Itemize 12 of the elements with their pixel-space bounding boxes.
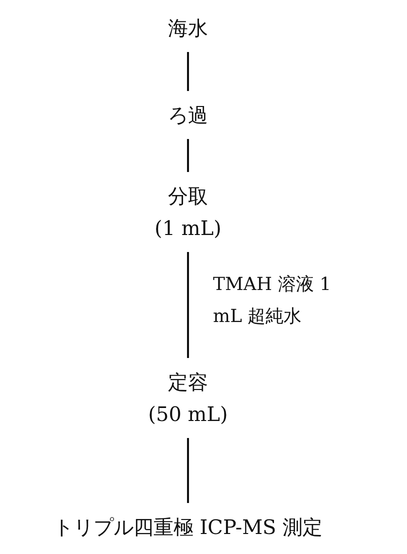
step-label: 海水	[168, 15, 208, 42]
edge-label: TMAH 溶液 1 mL 超純水	[213, 273, 332, 329]
connector-line	[187, 52, 189, 91]
step-label: 分取	[167, 183, 209, 210]
step-label: (50 mL)	[148, 401, 228, 428]
connector-line	[187, 252, 189, 358]
step-label: 定容	[167, 369, 209, 396]
step-label: (1 mL)	[154, 215, 222, 242]
step-label: トリプル四重極 ICP-MS 測定	[53, 514, 323, 541]
connector-line	[187, 438, 189, 503]
step-label: ろ過	[168, 102, 208, 129]
connector-line	[187, 139, 189, 172]
